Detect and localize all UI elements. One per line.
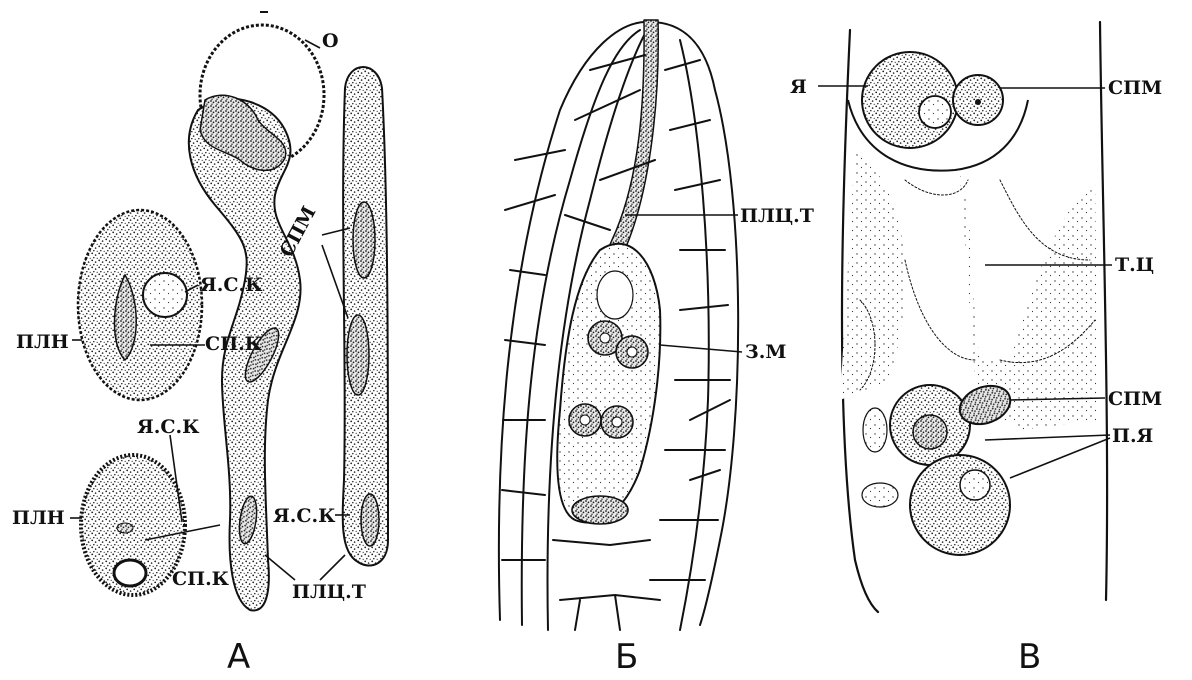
grain-upper-vegetative-nucleus: [143, 273, 187, 317]
label-jask-upper: Я.С.К: [200, 274, 263, 296]
pollen-grain-lower: [81, 455, 185, 595]
label-o: О: [322, 30, 339, 52]
panel-c: Я СПМ Т.Ц СПМ П.Я В: [790, 22, 1162, 677]
label-tc: Т.Ц: [1115, 254, 1154, 276]
label-spk-lower: СП.К: [172, 568, 230, 590]
label-ja: Я: [790, 76, 807, 98]
label-plct-b: ПЛЦ.Т: [740, 205, 814, 227]
label-spk-upper: СП.К: [205, 333, 263, 355]
label-spm-top: СПМ: [1108, 77, 1162, 99]
label-spm-bottom: СПМ: [1108, 388, 1162, 410]
label-pja: П.Я: [1112, 425, 1153, 447]
label-jask-lower: Я.С.К: [137, 416, 200, 438]
pollen-grain-upper: [78, 210, 202, 400]
central-nucleus-2: [910, 455, 1010, 555]
tube2-sperm-1: [353, 202, 375, 278]
egg-nucleus: [919, 96, 951, 128]
leader-pja-1: [985, 435, 1110, 440]
grain-lower-nucleus: [114, 560, 146, 586]
panel-letter-c: В: [1018, 637, 1041, 677]
panel-b: ПЛЦ.Т З.М Б: [499, 20, 814, 677]
grain-lower-generative: [117, 523, 133, 533]
embryo-sac-wall-right: [1100, 22, 1107, 600]
label-pln-upper: ПЛН: [16, 331, 69, 353]
embryo-sac-vacuole: [597, 271, 633, 319]
leader-zm: [660, 345, 742, 352]
label-plct-a: ПЛЦ.Т: [292, 581, 366, 603]
cytoplasm-strands: [840, 150, 1098, 430]
panel-letter-a: А: [227, 637, 250, 677]
tube2-body: [343, 67, 388, 566]
tube2-nucleus: [361, 494, 379, 546]
tube2-sperm-2: [347, 315, 369, 395]
leader-pja-2: [1010, 438, 1110, 478]
pollen-tube-b: [343, 67, 388, 566]
label-pln-lower: ПЛН: [12, 507, 65, 529]
leader-plct-a2: [320, 555, 345, 580]
panel-letter-b: Б: [615, 637, 638, 677]
label-zm: З.М: [745, 341, 786, 363]
panel-a: О СПМ Я.С.К ПЛН СП.К Я.С.К ПЛН СП.К Я.С.…: [12, 25, 388, 677]
label-jask-tube: Я.С.К: [273, 505, 336, 527]
